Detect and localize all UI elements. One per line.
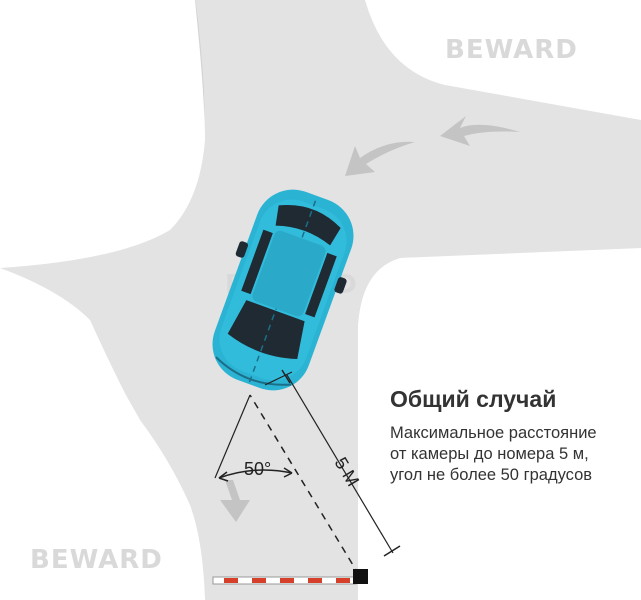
barrier-icon <box>212 576 357 585</box>
road-corner-top-right <box>365 0 641 95</box>
info-line: от камеры до номера 5 м, <box>390 445 589 463</box>
info-line: Максимальное расстояние <box>390 424 597 442</box>
watermark-bottom: BEWARD <box>30 545 163 575</box>
info-title: Общий случай <box>390 386 557 412</box>
angle-label: 50° <box>244 459 271 479</box>
info-block: Общий случай Максимальное расстояние от … <box>390 386 635 486</box>
car-icon <box>212 189 354 391</box>
direction-arrow-icon <box>345 141 415 176</box>
direction-arrow-icon <box>220 480 250 522</box>
camera-icon <box>353 569 368 584</box>
watermark-top: BEWARD <box>445 35 578 65</box>
direction-arrow-icon <box>440 116 520 146</box>
distance-dimension <box>264 369 401 557</box>
camera-view-lines <box>214 394 360 576</box>
road-corner-left <box>0 0 205 268</box>
info-line: угол не более 50 градусов <box>390 466 593 484</box>
info-description: Максимальное расстояние от камеры до ном… <box>390 423 635 486</box>
road-corner-bottom-left <box>0 270 205 600</box>
road-corner-right <box>358 250 641 600</box>
